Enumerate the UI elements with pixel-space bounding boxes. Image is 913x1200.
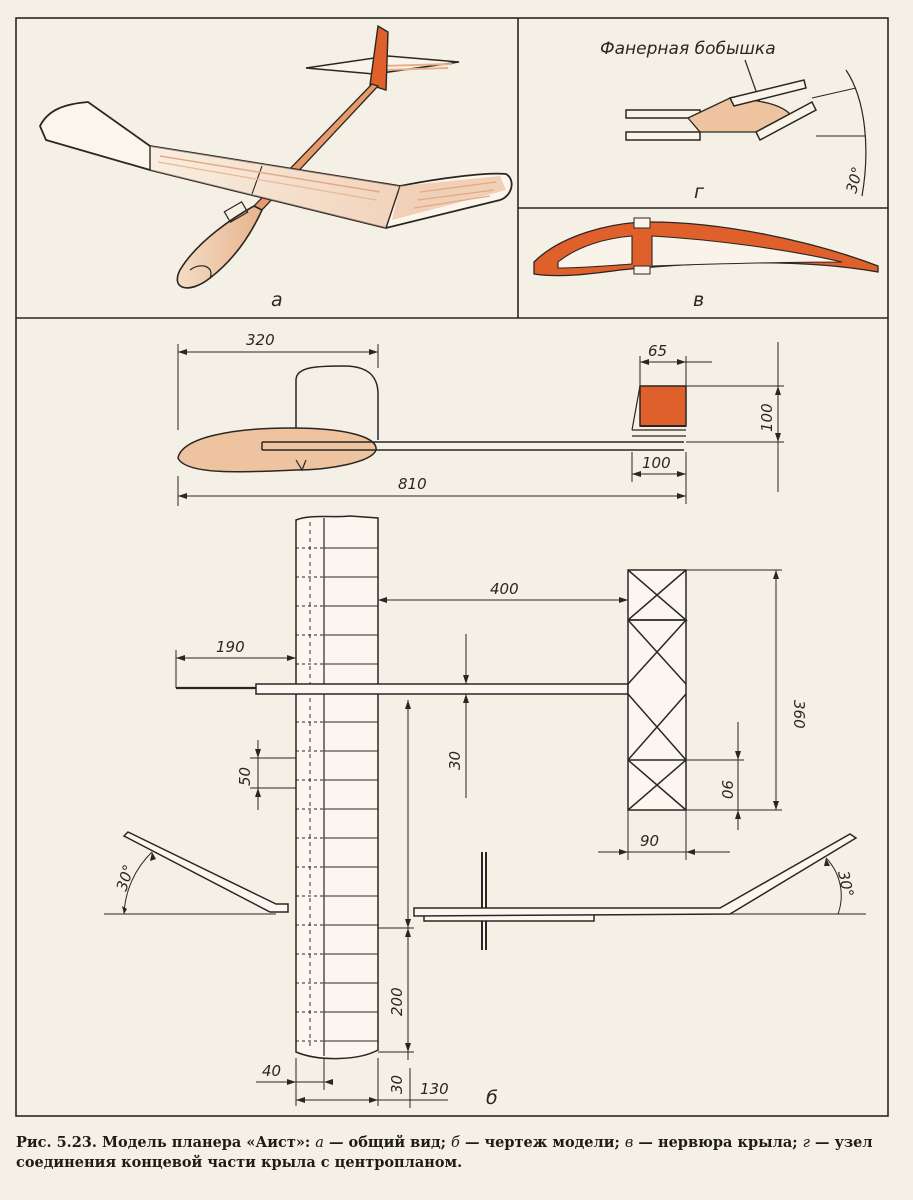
boss-joint-detail: Фанерная бобышка 30° г: [600, 39, 867, 203]
dim-360: 360: [790, 700, 808, 729]
caption-figure-number: Рис. 5.23.: [16, 1134, 97, 1151]
vertical-fin: [369, 24, 389, 91]
dim-400: 400: [490, 580, 519, 598]
side-view: [177, 365, 687, 473]
panel-letter-b: б: [486, 1087, 498, 1109]
dim-810: 810: [398, 475, 427, 493]
stabilizer-plan: [627, 569, 687, 811]
rib-dashes: [296, 522, 324, 1050]
caption-key-g: г: [802, 1135, 810, 1151]
wing-tip-left: [122, 831, 289, 913]
fuselage-plan: [255, 683, 629, 695]
wing-tip-right: [413, 833, 858, 917]
angle-right: 30°: [834, 869, 857, 899]
side-dimensions: [177, 342, 784, 506]
dim-100-horizontal: 100: [642, 454, 671, 472]
glider-general-view: а: [39, 24, 513, 311]
caption-key-v: в: [624, 1135, 634, 1151]
wing-rib: в: [533, 217, 879, 311]
outer-frame: [15, 17, 889, 1117]
rib-cutout-front: [557, 235, 633, 269]
dim-100-vertical: 100: [758, 403, 776, 432]
wing-plan: [295, 515, 379, 1060]
caption-text-a: — общий вид;: [323, 1134, 452, 1151]
caption-text-b: — чертеж модели;: [459, 1134, 625, 1151]
angle-left: 30°: [113, 862, 138, 893]
dim-30-bottom: 30: [388, 1075, 406, 1094]
dim-30-mid: 30: [446, 751, 464, 770]
dim-90-horizontal: 90: [640, 832, 659, 850]
caption-text-g: — узел соединения концевой части крыла с…: [16, 1134, 873, 1171]
caption-key-b: б: [451, 1135, 460, 1151]
wing-profile-side: [295, 365, 379, 440]
caption-text-v: — нервюра крыла;: [633, 1134, 803, 1151]
caption-key-a: а: [315, 1135, 324, 1151]
rib-cutout-rear: [651, 235, 843, 267]
caption-title: Модель планера «Аист»:: [96, 1134, 316, 1151]
dim-40: 40: [262, 1062, 281, 1080]
wing: [39, 101, 513, 229]
dim-130: 130: [420, 1080, 449, 1098]
plan-view: [122, 515, 858, 1060]
dim-320: 320: [246, 331, 275, 349]
dim-90-vertical: 90: [718, 780, 736, 799]
panel-frames: [15, 17, 889, 1117]
boss-label: Фанерная бобышка: [600, 39, 776, 59]
dim-50: 50: [236, 767, 254, 786]
panel-letter-g: г: [694, 181, 705, 203]
panel-letter-v: в: [693, 289, 704, 311]
panel-letter-a: а: [271, 289, 283, 311]
dim-65: 65: [648, 342, 667, 360]
dim-200: 200: [388, 987, 406, 1016]
fin-side: [639, 385, 687, 427]
keel-pylon: [176, 205, 264, 289]
wing-ribs: [324, 547, 378, 1042]
figure-caption: Рис. 5.23. Модель планера «Аист»: а — об…: [16, 1133, 896, 1173]
dim-190: 190: [216, 638, 245, 656]
